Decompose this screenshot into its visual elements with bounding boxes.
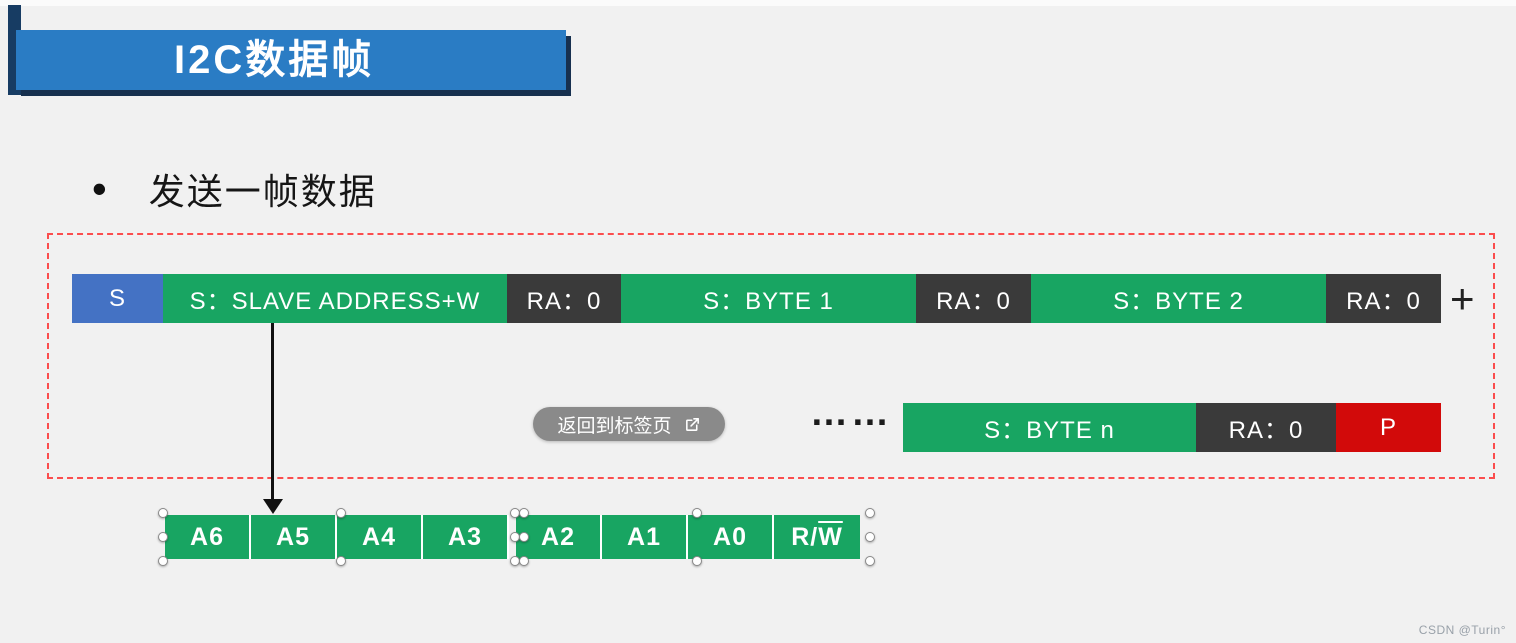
byten-block: S：BYTE n	[903, 403, 1196, 452]
page-title: I2C数据帧	[16, 30, 566, 90]
address-bit-a1[interactable]: A1	[602, 515, 688, 559]
ack-block-n: RA：0	[1196, 403, 1336, 452]
ack-block-3: RA：0	[1326, 274, 1441, 323]
selection-handle[interactable]	[336, 508, 346, 518]
selection-handle[interactable]	[336, 556, 346, 566]
selection-handle[interactable]	[692, 508, 702, 518]
bullet-row: • 发送一帧数据	[92, 163, 377, 215]
bullet-marker: •	[92, 165, 107, 212]
byte1-block: S：BYTE 1	[621, 274, 916, 323]
bullet-text: 发送一帧数据	[148, 171, 377, 212]
address-bit-rw[interactable]: R/W	[774, 515, 860, 559]
selection-handle[interactable]	[519, 508, 529, 518]
address-bit-a6[interactable]: A6	[165, 515, 251, 559]
byte2-block: S：BYTE 2	[1031, 274, 1326, 323]
ack-block-1: RA：0	[507, 274, 621, 323]
ack-block-2: RA：0	[916, 274, 1031, 323]
expand-arrow-line	[271, 323, 274, 501]
address-bit-a4[interactable]: A4	[337, 515, 423, 559]
plus-sign: +	[1450, 275, 1475, 322]
selection-handle[interactable]	[519, 556, 529, 566]
return-to-tab-label: 返回到标签页	[557, 415, 672, 437]
selection-handle[interactable]	[865, 556, 875, 566]
return-to-tab-overlay[interactable]: 返回到标签页	[533, 407, 725, 441]
frame-dashed-outline	[47, 233, 1495, 479]
expand-arrow-head	[263, 499, 283, 514]
selection-handle[interactable]	[865, 532, 875, 542]
watermark: CSDN @Turin°	[1418, 623, 1506, 637]
ellipsis: ……	[810, 392, 892, 434]
address-bits-row[interactable]: A6 A5 A4 A3 A2 A1 A0 R/W	[165, 515, 860, 559]
slave-address-block: S：SLAVE ADDRESS+W	[163, 274, 507, 323]
selection-handle[interactable]	[692, 556, 702, 566]
stop-bit-block: P	[1336, 403, 1441, 452]
start-bit-block: S	[72, 274, 163, 323]
selection-handle[interactable]	[158, 532, 168, 542]
address-bit-a5[interactable]: A5	[251, 515, 337, 559]
address-bit-a2[interactable]: A2	[516, 515, 602, 559]
selection-handle[interactable]	[158, 556, 168, 566]
selection-handle[interactable]	[865, 508, 875, 518]
address-bit-a3[interactable]: A3	[423, 515, 509, 559]
rw-prefix: R/	[791, 522, 819, 551]
selection-handle[interactable]	[158, 508, 168, 518]
rw-overlined: W	[818, 522, 843, 551]
frame-row-1: S S：SLAVE ADDRESS+W RA：0 S：BYTE 1 RA：0 S…	[72, 274, 1441, 323]
top-strip	[0, 0, 1516, 6]
address-bit-a0[interactable]: A0	[688, 515, 774, 559]
selection-handle[interactable]	[519, 532, 529, 542]
frame-row-2: S：BYTE n RA：0 P	[903, 403, 1441, 452]
open-in-new-icon	[684, 416, 701, 433]
